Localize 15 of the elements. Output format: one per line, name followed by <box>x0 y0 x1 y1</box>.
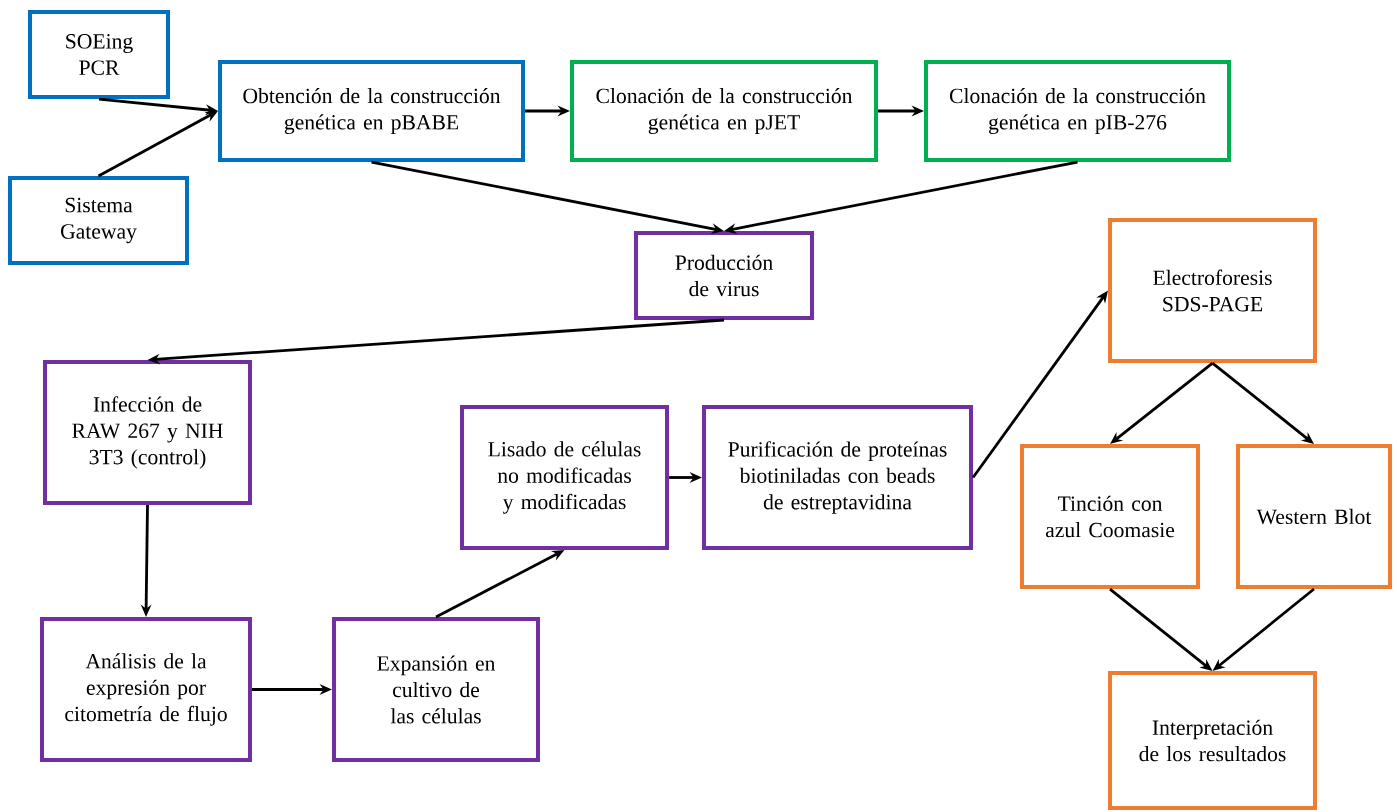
process-box: Electroforesis SDS-PAGE <box>1108 218 1318 364</box>
process-box: Clonación de la construcción genética en pJET <box>570 60 879 163</box>
process-box: Purificación de proteínas biotiniladas con beads de estreptavidina <box>702 405 974 551</box>
process-box: Western Blot <box>1236 444 1393 590</box>
process-box: SOEing PCR <box>28 10 171 100</box>
process-box: Expansión en cultivo de las células <box>332 617 541 763</box>
process-box: Producción de virus <box>634 231 815 321</box>
process-box: Interpretación de los resultados <box>1108 671 1318 811</box>
process-box: Tinción con azul Coomasie <box>1020 444 1201 590</box>
process-box: Clonación de la construcción genética en pIB-276 <box>924 60 1232 163</box>
process-box: Obtención de la construcción genética en pBABE <box>218 60 526 163</box>
process-box: Análisis de la expresión por citometría de flujo <box>40 617 253 763</box>
process-box: Infección de RAW 267 y NIH 3T3 (control) <box>43 360 253 506</box>
process-box: Lisado de células no modificadas y modificadas <box>460 405 670 551</box>
process-box: Sistema Gateway <box>8 176 189 266</box>
